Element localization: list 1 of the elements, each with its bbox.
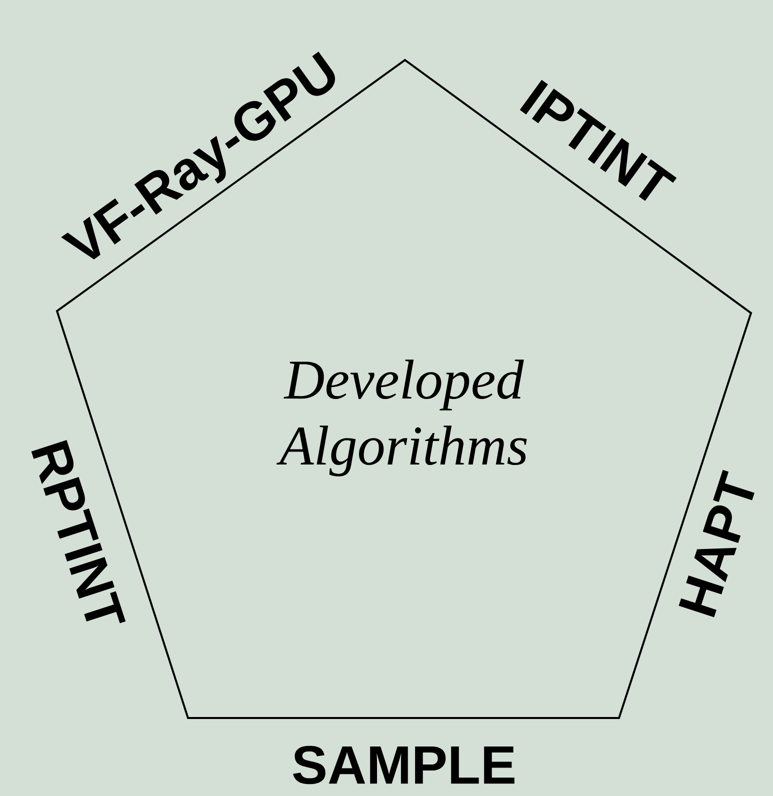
side-label: HAPT <box>678 470 754 618</box>
